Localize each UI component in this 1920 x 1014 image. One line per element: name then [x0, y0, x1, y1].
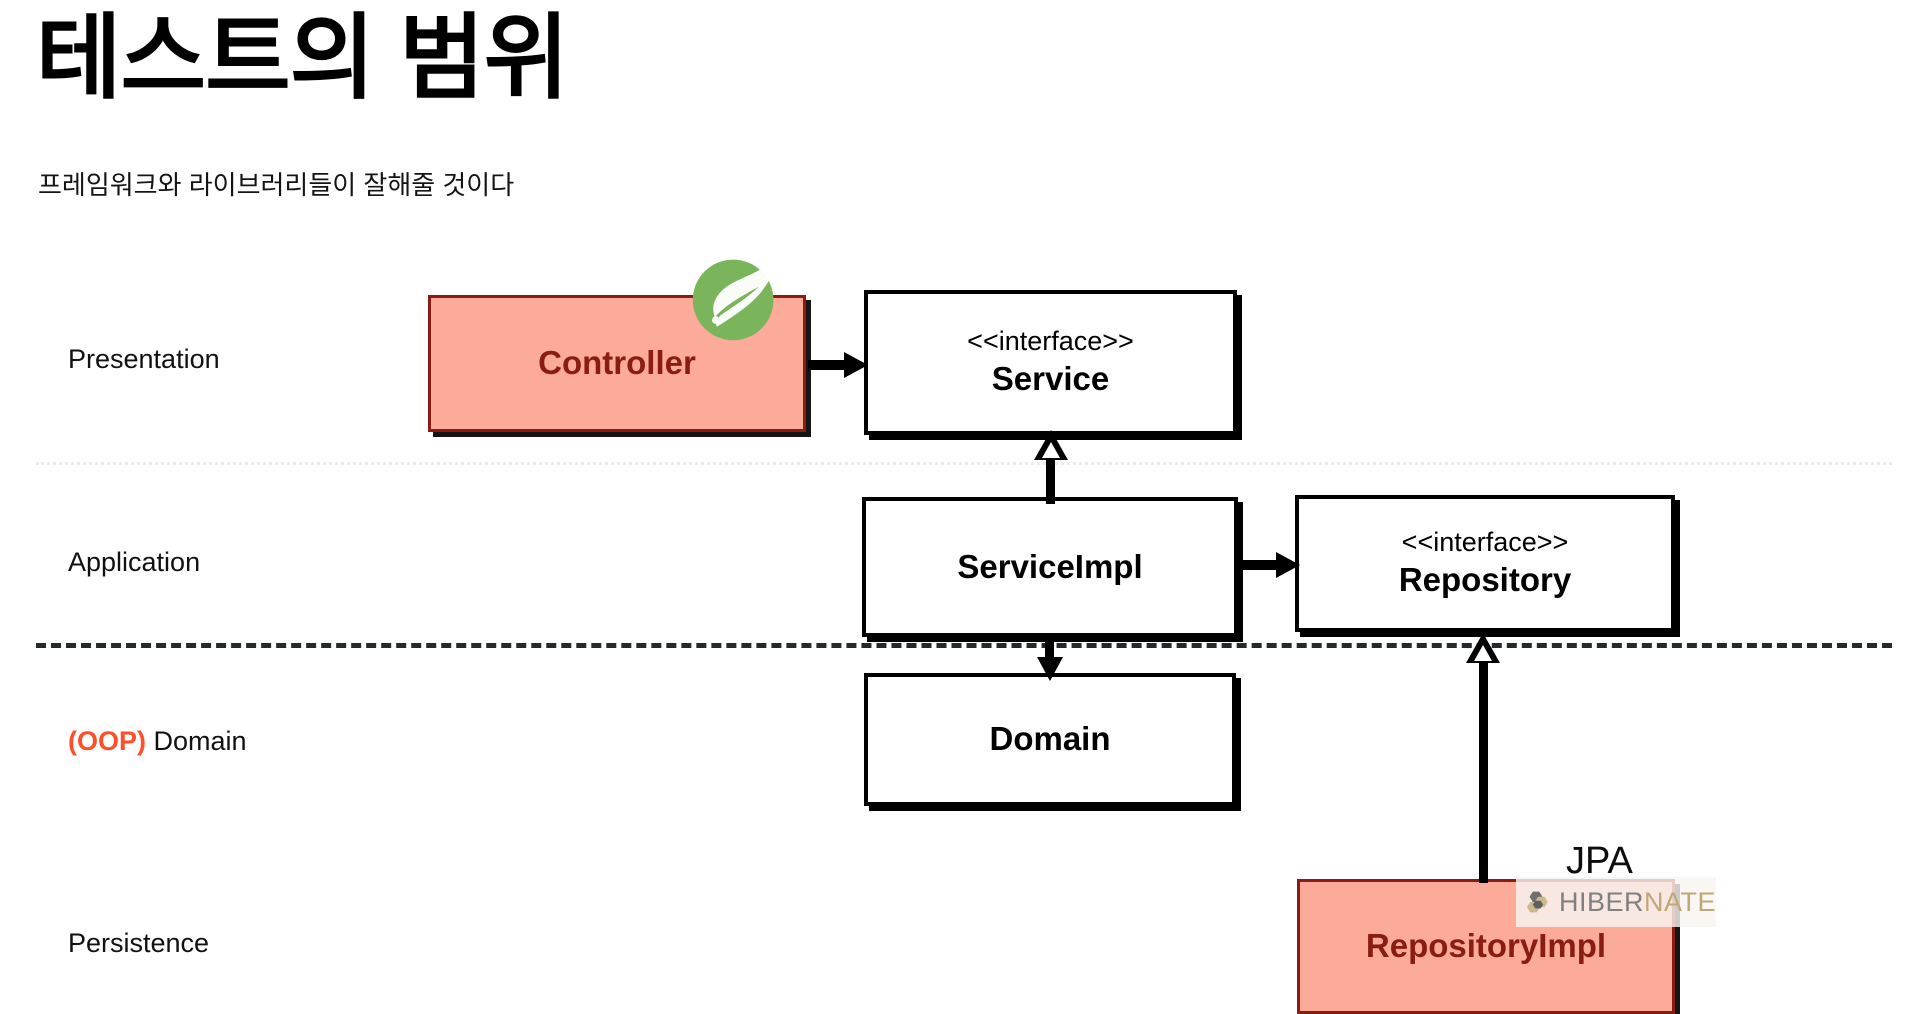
uml-box-service-title: Service	[991, 359, 1110, 397]
connector-controller-to-service	[808, 352, 870, 378]
connector-serviceimpl-to-service	[1034, 430, 1068, 504]
arrowhead-filled-down-icon	[1037, 657, 1063, 681]
connector-repositoryimpl-to-repository	[1466, 633, 1502, 883]
hibernate-wordmark-part-b: NATE	[1643, 886, 1716, 917]
uml-box-repository[interactable]: <<interface>> Repository	[1295, 495, 1675, 632]
layer-label-domain: (OOP) Domain	[68, 726, 247, 757]
uml-box-serviceimpl-title: ServiceImpl	[957, 547, 1143, 585]
uml-box-repository-stereotype: <<interface>>	[1401, 527, 1569, 558]
layer-label-persistence: Persistence	[68, 928, 209, 959]
connector-serviceimpl-to-domain	[1034, 635, 1066, 681]
hibernate-wordmark: HIBERNATE	[1559, 887, 1716, 918]
spring-leaf-icon	[688, 250, 784, 346]
layer-label-presentation: Presentation	[68, 344, 220, 375]
layer-label-application: Application	[68, 547, 200, 578]
uml-box-repository-title: Repository	[1398, 560, 1572, 598]
uml-box-service-stereotype: <<interface>>	[967, 326, 1134, 357]
layer-divider-presentation-application	[36, 462, 1892, 465]
jpa-label: JPA	[1566, 840, 1633, 882]
layer-label-domain-text: Domain	[153, 726, 247, 756]
uml-box-service[interactable]: <<interface>> Service	[864, 290, 1237, 435]
layer-label-application-text: Application	[68, 547, 201, 577]
uml-box-serviceimpl[interactable]: ServiceImpl	[862, 497, 1238, 637]
hibernate-logo-badge: HIBERNATE	[1516, 877, 1716, 927]
connector-shaft	[1240, 560, 1280, 570]
arrowhead-filled-right-icon	[844, 352, 868, 378]
connector-shaft	[1479, 657, 1488, 883]
layer-divider-application-domain	[36, 643, 1892, 648]
layer-label-persistence-text: Persistence	[68, 928, 210, 958]
uml-box-repositoryimpl[interactable]: RepositoryImpl	[1297, 879, 1675, 1014]
hibernate-wordmark-part-a: HIBER	[1558, 886, 1644, 917]
connector-shaft	[1045, 635, 1054, 663]
oop-accent-tag: (OOP)	[68, 726, 146, 756]
arrowhead-filled-right-icon	[1276, 552, 1300, 578]
hibernate-hexagon-icon	[1526, 891, 1548, 913]
uml-box-controller-title: Controller	[538, 344, 696, 382]
uml-box-domain[interactable]: Domain	[864, 673, 1236, 806]
uml-box-repositoryimpl-title: RepositoryImpl	[1365, 927, 1607, 965]
uml-box-domain-title: Domain	[989, 720, 1111, 758]
arrowhead-hollow-triangle-up-icon	[1466, 633, 1500, 663]
page-title: 테스트의 범위	[36, 6, 569, 110]
connector-serviceimpl-to-repository	[1240, 552, 1302, 578]
connector-shaft	[1046, 452, 1055, 504]
arrowhead-hollow-triangle-up-icon	[1034, 430, 1068, 460]
connector-shaft	[808, 360, 848, 370]
layer-label-presentation-text: Presentation	[68, 344, 220, 374]
page-subtitle: 프레임워크와 라이브러리들이 잘해줄 것이다	[38, 170, 515, 200]
